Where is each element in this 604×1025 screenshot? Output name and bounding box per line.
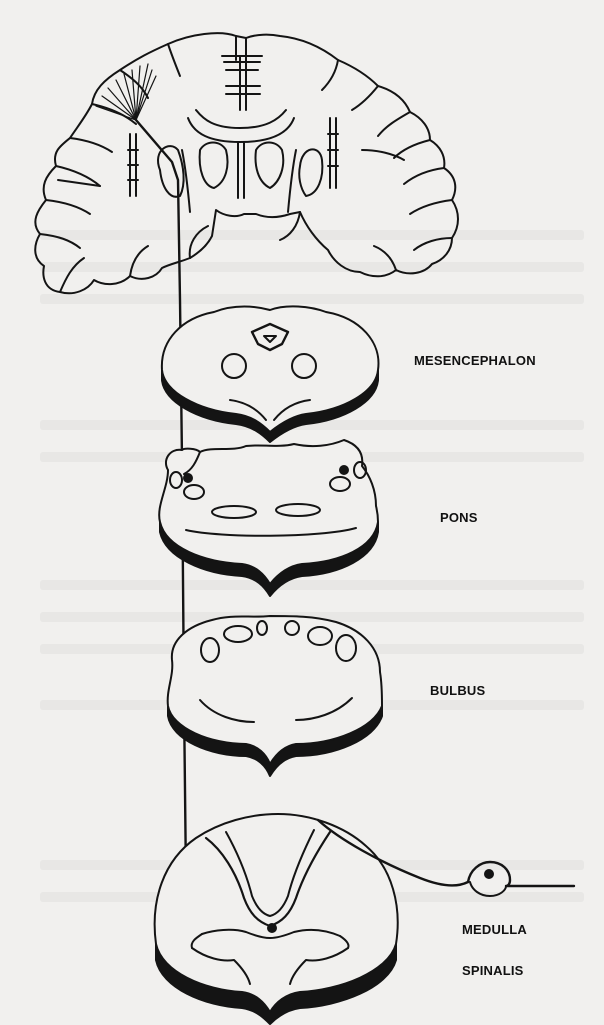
label-bulbus: BULBUS bbox=[430, 683, 485, 698]
dorsal-root-ganglion bbox=[468, 862, 574, 896]
bulbus-section bbox=[168, 616, 382, 776]
spinal-cord-section bbox=[155, 814, 468, 1024]
label-spinalis: SPINALIS bbox=[462, 963, 524, 978]
cerebrum-section bbox=[35, 33, 458, 293]
mesencephalon-section bbox=[162, 306, 379, 442]
label-medulla: MEDULLA bbox=[462, 922, 527, 937]
label-mesencephalon: MESENCEPHALON bbox=[414, 353, 536, 368]
pons-section bbox=[159, 440, 378, 596]
label-pons: PONS bbox=[440, 510, 478, 525]
